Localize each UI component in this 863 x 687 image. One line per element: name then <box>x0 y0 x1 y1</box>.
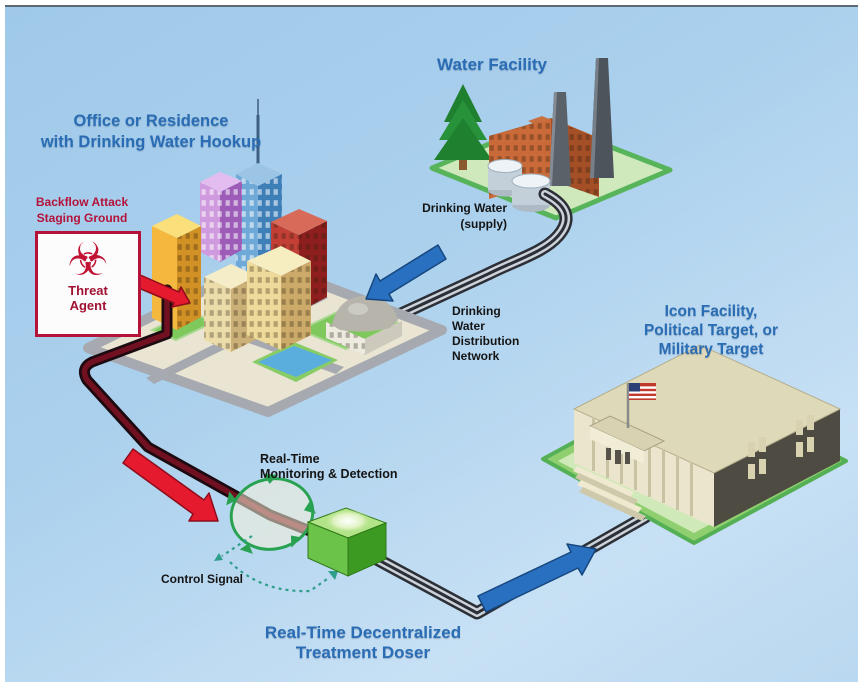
treatment-doser-label: Real-Time Decentralized Treatment Doser <box>265 623 461 663</box>
building-windows <box>748 415 814 479</box>
city-building-dome <box>326 296 402 355</box>
circulation-arrows-icon <box>226 473 316 554</box>
water-facility-illustration <box>429 58 673 221</box>
target-flow-arrow <box>477 543 597 613</box>
us-flag-icon <box>626 383 656 428</box>
city-building-tan-low <box>204 264 257 352</box>
backflow-line2: Staging Ground <box>36 211 128 225</box>
city-illustration <box>83 99 447 417</box>
backflow-line1: Backflow Attack <box>35 195 129 209</box>
sky-background: Water Facility Office or Residence with … <box>5 5 858 682</box>
city-building-tan-tall <box>247 246 311 350</box>
monitoring-detection-label: Real-Time Monitoring & Detection <box>260 452 398 482</box>
treatment-doser-cube <box>306 507 388 577</box>
biohazard-icon: ☣ <box>67 233 109 285</box>
dist-line3: Distribution <box>452 334 520 348</box>
city-pool <box>258 346 332 377</box>
doser-line2: Treatment Doser <box>295 643 431 662</box>
icon-line2: Political Target, or <box>643 322 779 339</box>
dist-line4: Network <box>452 349 500 363</box>
icon-facility-illustration <box>541 344 848 545</box>
government-building <box>572 344 842 527</box>
supply-line1: Drinking Water <box>422 201 507 215</box>
dist-line2: Water <box>452 319 485 333</box>
drinking-water-supply-pipe <box>353 187 573 340</box>
pine-tree <box>434 84 492 170</box>
backflow-staging-label: Backflow Attack Staging Ground <box>36 194 128 226</box>
backflow-flow-arrow <box>122 448 219 522</box>
doser-line1: Real-Time Decentralized <box>264 623 462 642</box>
monitor-line1: Real-Time <box>260 452 320 466</box>
icon-facility-label: Icon Facility, Political Target, or Mili… <box>644 302 778 359</box>
office-line2: with Drinking Water Hookup <box>40 133 262 151</box>
water-tanks <box>487 159 551 212</box>
distribution-flow-arrow <box>365 244 447 302</box>
distribution-network-label: Drinking Water Distribution Network <box>452 304 519 364</box>
icon-line3: Military Target <box>658 341 764 358</box>
frame-top-rule <box>5 5 858 7</box>
water-facility-label: Water Facility <box>437 55 547 74</box>
building-steps <box>573 466 646 521</box>
supply-line2: (supply) <box>460 217 507 231</box>
control-signal-lines <box>214 535 338 593</box>
office-line1: Office or Residence <box>73 112 229 130</box>
drinking-water-supply-label: Drinking Water (supply) <box>385 200 507 232</box>
threat-agent-box: ☣ Threat Agent <box>35 231 141 337</box>
building-portico <box>588 415 666 464</box>
city-building-yellow-tower <box>152 214 201 330</box>
office-residence-label: Office or Residence with Drinking Water … <box>41 111 261 153</box>
city-building-purple-tower <box>200 172 242 262</box>
control-signal-label: Control Signal <box>161 572 243 586</box>
monitor-line2: Monitoring & Detection <box>260 467 398 481</box>
threat-agent-label: Threat Agent <box>68 283 108 313</box>
smokestacks <box>549 58 614 186</box>
dist-line1: Drinking <box>452 304 501 318</box>
icon-line1: Icon Facility, <box>664 303 758 320</box>
